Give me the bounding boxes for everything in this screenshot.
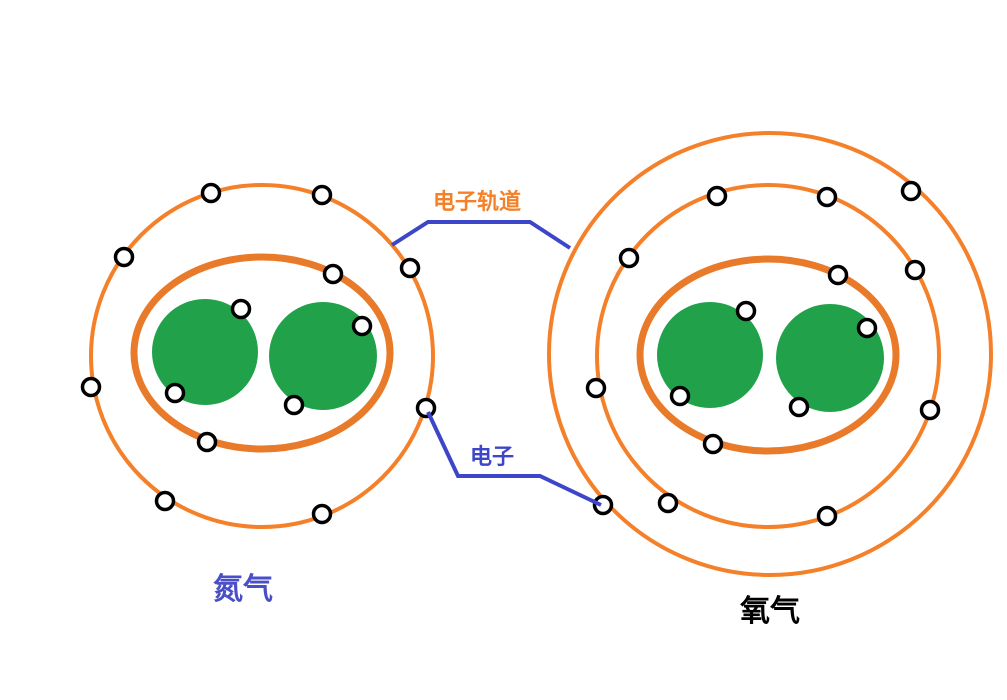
- electron-pointer-line: [426, 411, 602, 507]
- orbit-pointer-line: [390, 220, 572, 250]
- electron: [164, 382, 186, 404]
- outer-orbit: [595, 183, 941, 529]
- electron: [311, 184, 333, 206]
- electron-label: 电子: [470, 445, 514, 470]
- electron: [827, 264, 849, 286]
- electron: [706, 185, 728, 207]
- electron: [856, 317, 878, 339]
- electron: [816, 186, 838, 208]
- electron: [618, 247, 640, 269]
- oxygen-label: 氧气: [740, 594, 800, 629]
- electron: [788, 396, 810, 418]
- electron: [900, 180, 922, 202]
- electron: [322, 263, 344, 285]
- outer-orbit: [89, 183, 435, 529]
- electron: [702, 433, 724, 455]
- nucleus: [776, 304, 884, 412]
- nucleus: [269, 302, 377, 410]
- electron: [399, 257, 421, 279]
- electron: [585, 377, 607, 399]
- electron: [311, 503, 333, 525]
- electron: [351, 315, 373, 337]
- nitrogen-molecule: [89, 183, 435, 529]
- electron: [816, 505, 838, 527]
- electron: [200, 182, 222, 204]
- electron: [919, 399, 941, 421]
- electron: [657, 492, 679, 514]
- electron: [415, 397, 437, 419]
- electron: [196, 431, 218, 453]
- electron: [113, 246, 135, 268]
- electron: [283, 394, 305, 416]
- nucleus: [152, 299, 258, 405]
- inner-orbit: [130, 253, 394, 453]
- electron: [154, 490, 176, 512]
- electron: [904, 259, 926, 281]
- inner-orbit: [636, 255, 900, 455]
- nucleus: [657, 302, 763, 408]
- outermost-orbit: [547, 131, 993, 577]
- orbit-label: 电子轨道: [433, 189, 521, 215]
- electron: [735, 300, 757, 322]
- electron: [592, 494, 614, 516]
- oxygen-molecule: [547, 131, 993, 577]
- electron: [669, 385, 691, 407]
- electrons: [80, 180, 941, 527]
- nitrogen-label: 氮气: [213, 572, 273, 607]
- electron: [80, 376, 102, 398]
- electron: [230, 298, 252, 320]
